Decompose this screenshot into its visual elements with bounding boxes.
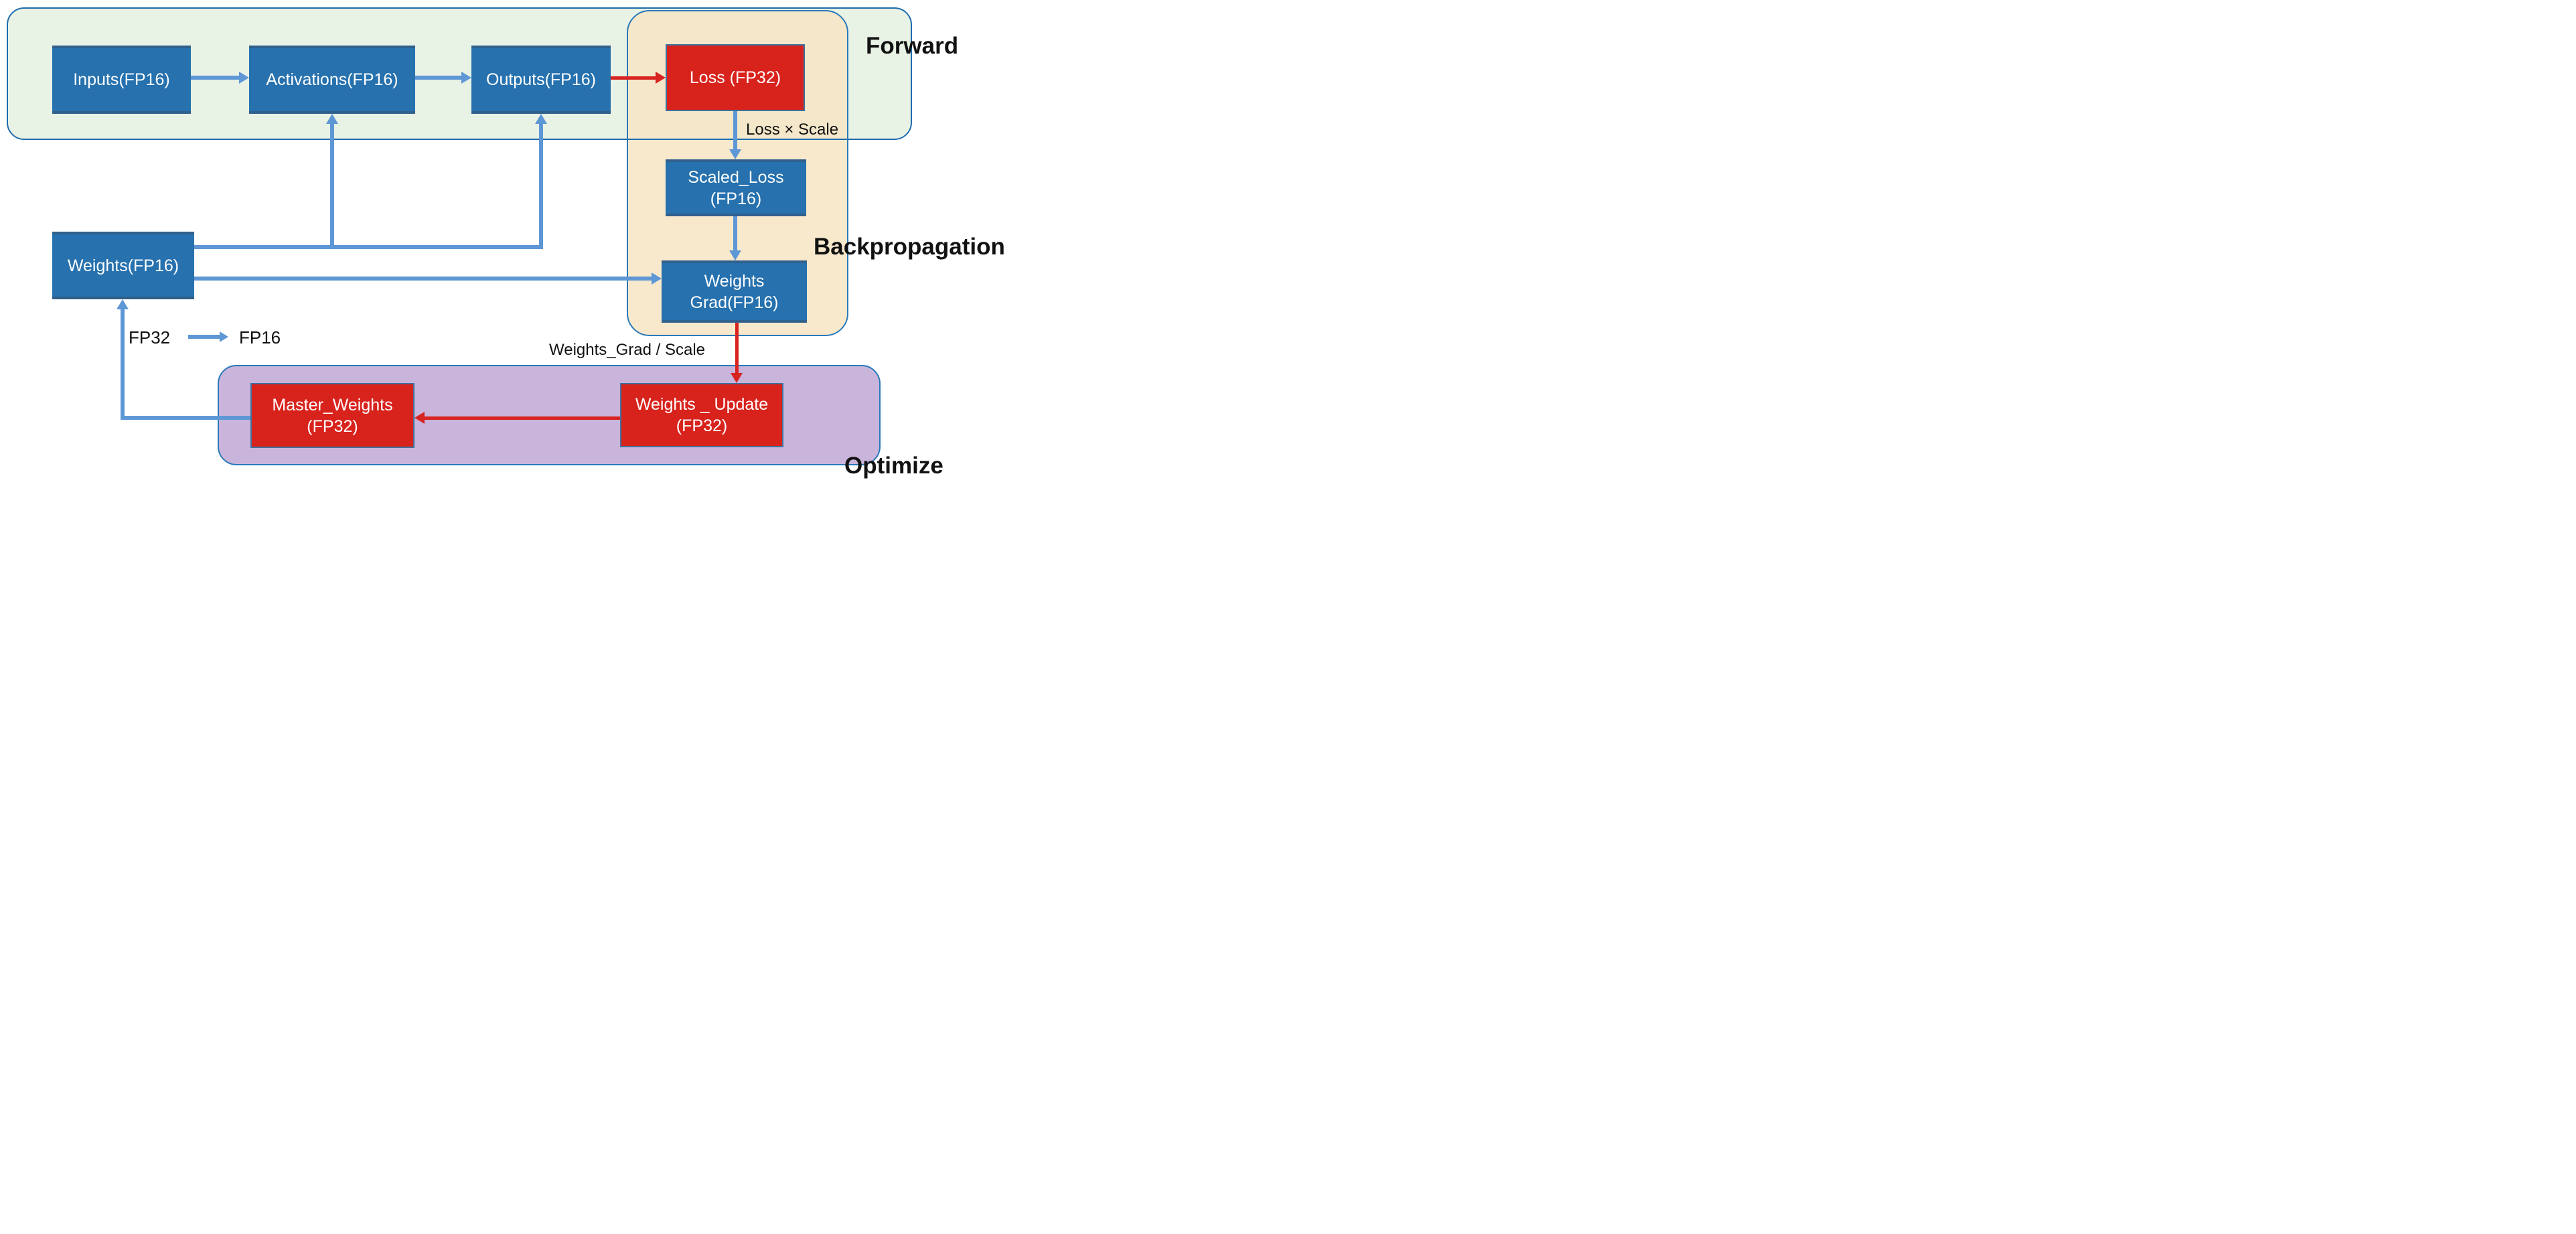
arrowhead-activations-to-outputs (461, 72, 471, 84)
diagram-canvas: Inputs(FP16) Activations(FP16) Outputs(F… (0, 0, 1031, 493)
arrow-weights-to-outputs-riser (539, 123, 543, 249)
arrowhead-weights-to-weights-grad (652, 273, 662, 285)
node-activations-label: Activations(FP16) (266, 70, 398, 89)
arrowhead-scaled-loss-to-weights-grad (729, 250, 741, 260)
arrowhead-weights-to-activations (326, 114, 338, 124)
node-weights-update-label: Weights _ Update (FP32) (635, 395, 769, 435)
arrow-loss-to-scaled-loss (733, 111, 737, 150)
arrow-weights-to-weights-grad (194, 277, 652, 281)
arrowhead-weights-to-outputs (535, 114, 547, 124)
node-weights-update: Weights _ Update (FP32) (620, 383, 783, 447)
legend-fp16-label: FP16 (239, 327, 281, 348)
node-master-weights-line1: Master_Weights (272, 395, 393, 414)
forward-region-label: Forward (866, 33, 959, 59)
arrow-weights-grad-to-weights-update (735, 323, 739, 374)
node-weights-grad: Weights Grad(FP16) (662, 260, 807, 323)
node-scaled-loss-line1: Scaled_Loss (688, 167, 784, 187)
arrowhead-outputs-to-loss (656, 72, 666, 84)
node-loss: Loss (FP32) (666, 44, 805, 111)
node-scaled-loss: Scaled_Loss (FP16) (666, 159, 806, 216)
arrowhead-weights-grad-to-weights-update (731, 373, 743, 383)
arrow-weights-to-activations-riser (330, 123, 334, 249)
arrowhead-loss-to-scaled-loss (729, 149, 741, 159)
node-activations: Activations(FP16) (249, 46, 415, 114)
node-loss-label: Loss (FP32) (689, 68, 781, 87)
node-outputs: Outputs(FP16) (471, 46, 611, 114)
optimize-region-label: Optimize (844, 453, 943, 479)
node-master-weights: Master_Weights (FP32) (250, 383, 414, 448)
weights-grad-scale-edge-label: Weights_Grad / Scale (549, 341, 706, 359)
arrowhead-master-weights-to-weights (117, 299, 129, 309)
legend-fp32-label: FP32 (129, 327, 171, 348)
arrow-master-weights-loop-vertical (121, 308, 125, 420)
arrowhead-inputs-to-activations (239, 72, 249, 84)
node-master-weights-line2: (FP32) (307, 416, 358, 436)
node-inputs: Inputs(FP16) (52, 46, 191, 114)
node-weights-grad-line1: Weights (704, 271, 765, 291)
legend-arrowhead (220, 331, 228, 342)
arrow-activations-to-outputs (415, 76, 462, 80)
arrow-master-weights-loop-horizontal (123, 416, 251, 420)
arrowhead-weights-update-to-master-weights (414, 412, 425, 424)
node-weights: Weights(FP16) (52, 232, 194, 299)
node-weights-grad-line2: Grad(FP16) (690, 293, 779, 312)
arrow-outputs-to-loss (611, 76, 656, 80)
node-outputs-label: Outputs(FP16) (486, 70, 596, 89)
legend-arrow (188, 335, 220, 339)
arrow-weights-update-to-master-weights (424, 416, 620, 420)
backpropagation-region-label: Backpropagation (814, 234, 1005, 260)
arrow-scaled-loss-to-weights-grad (733, 216, 737, 251)
node-inputs-label: Inputs(FP16) (73, 70, 170, 89)
arrow-inputs-to-activations (191, 76, 240, 80)
forward-region-bottom-border (627, 138, 848, 140)
node-scaled-loss-line2: (FP16) (710, 189, 762, 208)
loss-scale-edge-label: Loss × Scale (746, 121, 839, 139)
node-weights-label: Weights(FP16) (67, 256, 179, 275)
arrow-weights-branch-horizontal (194, 245, 543, 249)
